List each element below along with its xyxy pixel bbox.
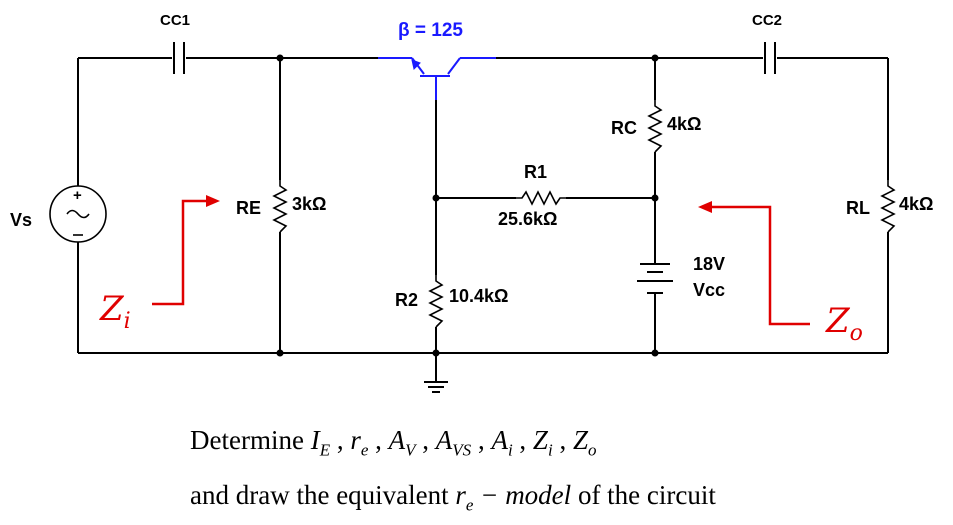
quantity-av: A	[388, 425, 406, 455]
re-label: RE	[236, 198, 261, 218]
r2-label: R2	[395, 290, 418, 310]
quantity-zo-sub: o	[587, 440, 597, 460]
ground-icon	[424, 381, 448, 393]
model-sym: r	[455, 480, 466, 510]
junction-dots	[276, 54, 659, 357]
capacitor-cc2: CC2	[752, 12, 782, 74]
quantity-zi: Z	[532, 425, 548, 455]
wiring	[77, 57, 889, 382]
r1-label: R1	[524, 162, 547, 182]
transistor-bjt: β = 125	[378, 20, 496, 100]
quantity-ai: A	[491, 425, 508, 455]
rl-label: RL	[846, 198, 870, 218]
task-line-2: and draw the equivalent re − model of th…	[190, 480, 716, 515]
quantity-ai-sub: i	[507, 440, 513, 460]
quantity-avs: A	[435, 425, 453, 455]
resistor-rl: RL 4kΩ	[846, 180, 933, 233]
r1-value: 25.6kΩ	[498, 209, 557, 229]
re-value: 3kΩ	[292, 194, 326, 214]
supply-voltage: 18V	[693, 254, 725, 274]
resistor-re: RE 3kΩ	[236, 180, 326, 233]
plus-sign-icon: +	[73, 187, 82, 204]
zi-arrow: Zi	[99, 195, 220, 334]
rc-value: 4kΩ	[667, 114, 701, 134]
zo-label: Zo	[825, 301, 863, 346]
quantity-zi-sub: i	[547, 440, 553, 460]
model-rest: − model	[473, 480, 572, 510]
zi-label: Zi	[99, 289, 131, 334]
vs-label: Vs	[10, 210, 32, 230]
quantity-ie-sub: E	[319, 440, 331, 460]
task-line-1: Determine IE , re , AV , AVS , Ai , Zi ,…	[190, 425, 597, 460]
quantity-avs-sub: VS	[452, 440, 472, 460]
beta-label: β = 125	[398, 20, 463, 41]
quantity-av-sub: V	[405, 440, 416, 460]
resistor-rc: RC 4kΩ	[611, 100, 701, 153]
quantity-ie: I	[310, 425, 320, 455]
task-line2-prefix: and draw the equivalent	[190, 480, 456, 510]
rl-value: 4kΩ	[899, 194, 933, 214]
resistor-r1: R1 25.6kΩ	[498, 162, 566, 229]
model-sub: e	[465, 495, 474, 515]
quantity-re-sub: e	[360, 440, 369, 460]
cc1-label: CC1	[160, 12, 190, 29]
rc-label: RC	[611, 118, 637, 138]
quantity-re: r	[350, 425, 361, 455]
ac-source-vs: + Vs	[10, 185, 107, 243]
resistor-r2: R2 10.4kΩ	[395, 275, 508, 328]
task-prefix: Determine	[190, 425, 311, 455]
zo-arrow: Zo	[698, 201, 863, 346]
quantity-zo: Z	[572, 425, 588, 455]
cc2-label: CC2	[752, 12, 782, 29]
capacitor-cc1: CC1	[160, 12, 190, 74]
r2-value: 10.4kΩ	[449, 286, 508, 306]
task-line2-suffix: of the circuit	[571, 480, 716, 510]
supply-name: Vcc	[693, 280, 725, 300]
battery-vcc: 18V Vcc	[637, 254, 725, 300]
